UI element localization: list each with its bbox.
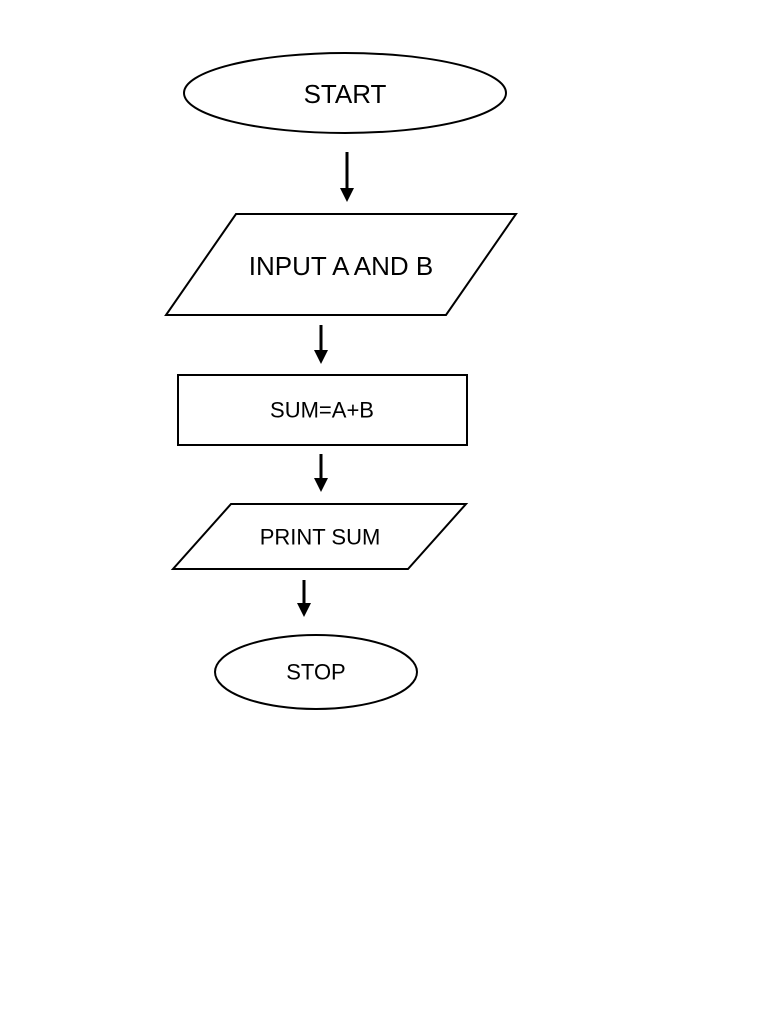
process-label: SUM=A+B [270, 398, 374, 423]
arrowhead-icon [297, 603, 311, 617]
edge-process-to-output [314, 454, 328, 492]
edge-output-to-stop [297, 580, 311, 617]
start-label: START [304, 79, 387, 109]
start-terminal-shape [183, 52, 507, 134]
process-node: SUM=A+B [177, 374, 468, 446]
output-node: PRINT SUM [170, 503, 469, 570]
input-parallelogram-shape [164, 213, 518, 316]
output-parallelogram-shape [170, 503, 469, 570]
arrowhead-icon [314, 478, 328, 492]
arrowhead-icon [340, 188, 354, 202]
stop-node: STOP [214, 634, 418, 710]
edge-input-to-process [314, 325, 328, 364]
edge-start-to-input [340, 152, 354, 202]
input-label: INPUT A AND B [249, 251, 433, 281]
stop-label: STOP [286, 660, 346, 685]
arrowhead-icon [314, 350, 328, 364]
output-label: PRINT SUM [260, 525, 381, 550]
process-rectangle-shape [177, 374, 468, 446]
start-node: START [183, 52, 507, 134]
stop-terminal-shape [214, 634, 418, 710]
input-node: INPUT A AND B [164, 213, 518, 316]
